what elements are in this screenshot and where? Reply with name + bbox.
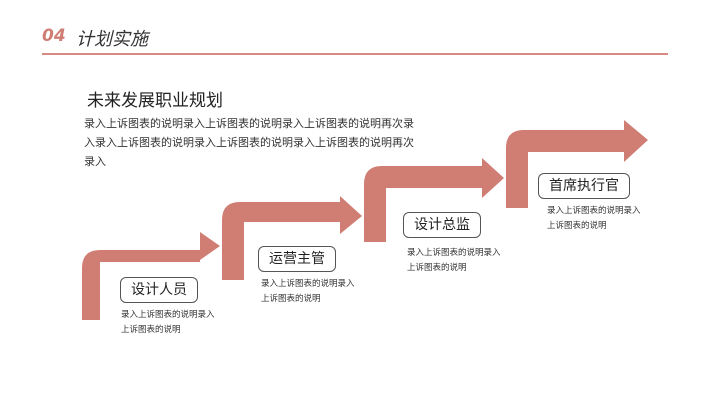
- stair-arrow-4: [506, 120, 648, 208]
- step-desc-3: 录入上诉图表的说明录入上诉图表的说明: [407, 248, 501, 273]
- page-title: 计划实施: [76, 29, 148, 50]
- step-desc-4: 录入上诉图表的说明录入上诉图表的说明: [547, 206, 641, 231]
- step-label-4: 首席执行官: [538, 173, 630, 199]
- section-number: 04: [42, 26, 66, 46]
- intro-text: 录入上诉图表的说明录入上诉图表的说明录入上诉图表的说明再次录入录入上诉图表的说明…: [84, 117, 414, 168]
- stair-arrow-1: [82, 232, 220, 320]
- step-label-2: 运营主管: [258, 246, 336, 272]
- header-divider: [42, 53, 668, 55]
- stair-arrow-2: [222, 196, 362, 280]
- stair-arrow-3: [364, 158, 504, 242]
- step-label-3: 设计总监: [403, 212, 481, 238]
- step-label-1: 设计人员: [120, 277, 198, 303]
- step-desc-2: 录入上诉图表的说明录入上诉图表的说明: [261, 279, 355, 304]
- step-desc-1: 录入上诉图表的说明录入上诉图表的说明: [121, 310, 215, 335]
- section-title: 未来发展职业规划: [87, 91, 223, 111]
